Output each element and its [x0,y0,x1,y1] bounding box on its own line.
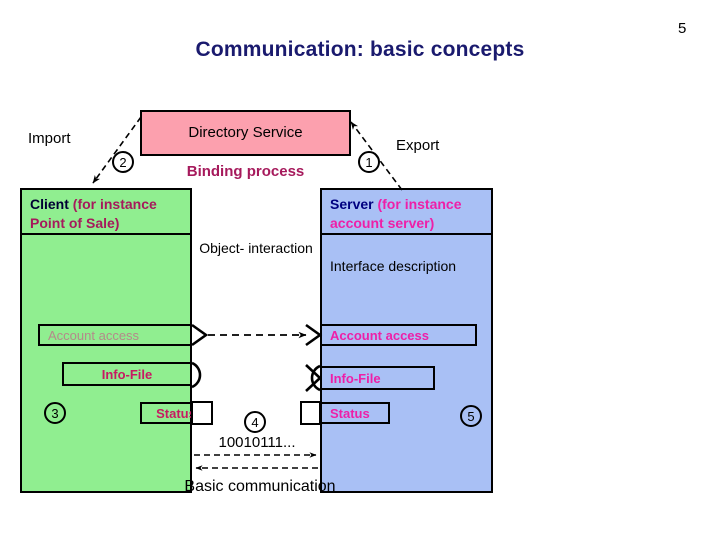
directory-service-label: Directory Service [188,124,303,141]
client-title: Client (for instance Point of Sale) [30,195,192,233]
directory-service-box: Directory Service [140,110,351,156]
object-interaction-label: Object- interaction [199,240,313,256]
server-port-account-access[interactable]: Account access [320,324,477,346]
client-port-account-access-label: Account access [48,327,140,343]
server-title-main: Server [330,196,378,212]
step-marker-2: 2 [112,151,134,173]
server-port-status[interactable]: Status [320,402,390,424]
interface-description-label: Interface description [330,258,457,274]
server-component-box [320,188,493,493]
client-port-account-access[interactable]: Account access [38,324,192,346]
server-account-access-connector-icon [305,323,323,347]
export-label: Export [396,137,440,154]
client-component-box [20,188,192,493]
server-title: Server (for instance account server) [330,195,495,233]
client-title-paren: (for instance Point of Sale) [30,196,157,231]
server-port-status-label: Status [330,405,370,421]
server-port-account-access-label: Account access [330,327,429,343]
client-account-access-connector-icon [191,323,209,347]
client-title-main: Client [30,196,73,212]
client-info-file-connector-icon [191,361,202,389]
server-info-file-connector-arrow [305,364,322,392]
server-info-file-socket-icon [310,364,321,392]
basic-communication-label: Basic communication [184,478,336,495]
page-number: 5 [678,20,687,37]
server-port-info-file[interactable]: Info-File [320,366,435,390]
client-port-status[interactable]: Status [140,402,212,424]
server-port-info-file-label: Info-File [330,370,381,386]
import-arrow [92,116,142,184]
client-header-band: Client (for instance Point of Sale) [20,188,192,235]
step-marker-4: 4 [244,411,266,433]
binding-process-label: Binding process [186,163,305,180]
step-marker-1: 1 [358,151,380,173]
bit-stream-label: 10010111... [218,434,296,451]
server-status-socket-icon [300,401,321,425]
import-label: Import [28,130,71,147]
client-port-status-label: Status [156,405,196,421]
server-title-paren: (for instance account server) [330,196,462,231]
page-title: Communication: basic concepts [195,38,525,61]
step-marker-5: 5 [460,405,482,427]
step-marker-3: 3 [44,402,66,424]
client-port-info-file-label: Info-File [101,366,153,382]
server-header-band: Server (for instance account server) [320,188,493,235]
client-port-info-file[interactable]: Info-File [62,362,192,386]
